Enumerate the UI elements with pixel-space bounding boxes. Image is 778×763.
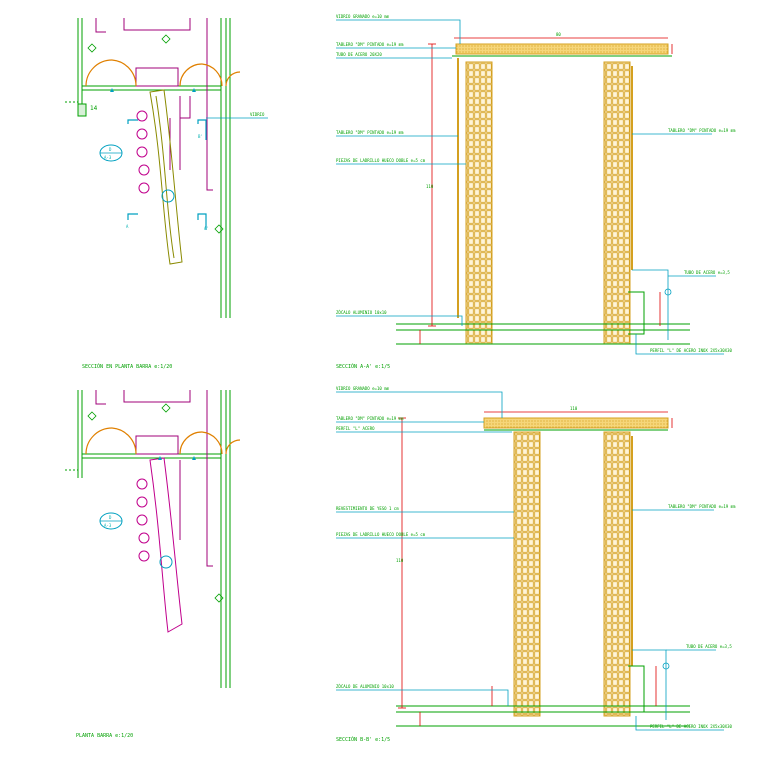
label-a-tubo-acero: TUBO DE ACERO e=3,5 [684, 270, 730, 275]
plan-bottom-walls [65, 390, 231, 688]
dimension-lines-a [419, 37, 673, 344]
cut-label-a: A [126, 224, 129, 229]
label-b-tablero-right: TABLERO "DM" PINTADO e=19 mm [668, 504, 736, 509]
detail-sheet: A-3 [104, 155, 112, 160]
plan-bottom: D A-3 PLANTA BARRA e:1/20 [65, 390, 241, 739]
title-plan-bottom: PLANTA BARRA e:1/20 [76, 733, 133, 739]
plan-top-walls [65, 18, 231, 318]
label-b-tablero-top: TABLERO "DM" PINTADO e=19 mm [336, 416, 404, 421]
label-b-ladrillo: PIEZAS DE LADRILLO HUECO DOBLE e=5 cm [336, 532, 426, 537]
label-b-zocalo: ZÓCALO DE ALUMINIO 10x10 [336, 684, 394, 689]
cut-line-a [127, 117, 268, 230]
label-a-tubo: TUBO DE ACERO 20X20 [336, 52, 382, 57]
detail-marker-top: D A-3 [99, 144, 123, 162]
sink-icon [161, 189, 175, 203]
plan-bottom-triangles [158, 456, 196, 460]
detail-marker-bottom: D A-3 [99, 512, 123, 530]
plan-bottom-tags [87, 403, 224, 603]
plan-top-stools [136, 110, 150, 194]
leaders-left-a [336, 19, 466, 326]
countertop-a [455, 43, 669, 55]
baseline-a [396, 323, 690, 345]
plan-bottom-counter [149, 457, 183, 633]
plan-bottom-partitions [95, 390, 213, 567]
cut-label-b-prime: B' [198, 134, 203, 139]
level-mark: 14 [90, 105, 98, 112]
detail-sheet-bottom: A-3 [104, 523, 112, 528]
plan-top-doors [85, 59, 241, 87]
label-a-ladrillo: PIEZAS DE LADRILLO HUECO DOBLE e=5 cm [336, 158, 426, 163]
detail-number-bottom: D [109, 515, 112, 520]
leaders-right-b [632, 509, 724, 731]
detail-number: D [109, 147, 112, 152]
sink-icon-bottom [159, 555, 173, 569]
label-b-revestimiento: REVESTIMIENTO DE YESO 1 cm [336, 506, 399, 511]
title-section-a: SECCIÓN A-A' e:1/5 [336, 363, 390, 370]
plan-top-counter [149, 89, 183, 265]
label-b-perfil-l: PERFIL "L" ACERO [336, 426, 375, 431]
dim-top-b: 110 [570, 406, 578, 411]
leaders-right-a [632, 133, 724, 355]
plan-top: VIDRIO B' A A' 14 D A-3 SECCIÓN EN PLANT… [65, 18, 268, 370]
section-a: 80 110 VIDRIO GRANADO e=10 mm TABLERO "D… [336, 14, 736, 370]
title-plan-top: SECCIÓN EN PLANTA BARRA e:1/20 [82, 363, 172, 370]
label-b-tubo-acero: TUBO DE ACERO e=3,5 [686, 644, 732, 649]
cut-label-a-prime: A' [204, 226, 209, 231]
leaders-left-b [336, 391, 514, 706]
dimension-lines-b [398, 411, 673, 726]
brick-column-left-a [465, 61, 493, 345]
label-a-zocalo: ZÓCALO ALUMINIO 10x10 [336, 310, 387, 315]
dim-side-b: 110 [396, 558, 404, 563]
label-a-tablero-side: TABLERO "DM" PINTADO e=19 mm [336, 130, 404, 135]
label-a-tablero-right: TABLERO "DM" PINTADO e=19 mm [668, 128, 736, 133]
plan-top-tags [87, 34, 224, 234]
dim-top-a: 80 [556, 32, 561, 37]
plan-top-partitions [95, 18, 213, 191]
brick-column-right-b [603, 431, 631, 717]
label-a-vidrio: VIDRIO GRANADO e=10 mm [336, 14, 390, 19]
brick-column-left-b [513, 431, 541, 717]
plan-bottom-doors [85, 427, 241, 455]
baseline-b [396, 705, 690, 727]
label-b-perfil: PERFIL "L" DE ACERO INOX 2X5x30X30 [650, 724, 732, 729]
title-section-b: SECCIÓN B-B' e:1/5 [336, 736, 390, 743]
brick-column-right-a [603, 61, 631, 345]
label-a-perfil: PERFIL "L" DE ACERO INOX 2X5x30X30 [650, 348, 732, 353]
dim-side-a: 110 [426, 184, 434, 189]
label-a-tablero-top: TABLERO "DM" PINTADO e=19 mm [336, 42, 404, 47]
section-b: 110 110 VIDRIO GRANADO e=10 mm TABLERO "… [336, 386, 736, 743]
plan-top-triangles [110, 88, 196, 92]
plan-bottom-stools [136, 478, 150, 562]
countertop-b [483, 417, 669, 429]
label-b-vidrio: VIDRIO GRANADO e=10 mm [336, 386, 390, 391]
leader-label-vidrio: VIDRIO [250, 112, 265, 117]
